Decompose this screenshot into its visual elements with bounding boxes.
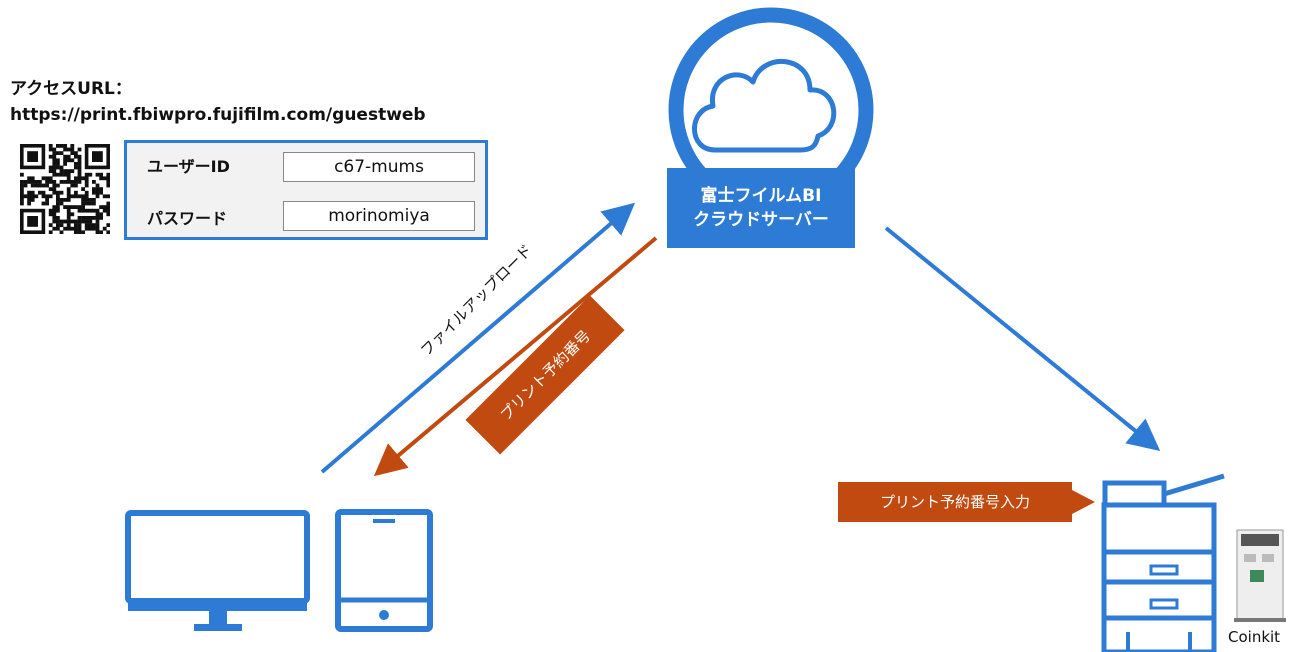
reservation-input-label: プリント予約番号入力 [879,493,1030,511]
desktop-monitor-icon [125,510,310,631]
input-callout [838,482,1095,522]
access-info: アクセスURL： https://print.fbiwpro.fujifilm.… [10,76,426,128]
access-url-label: アクセスURL： [10,79,132,99]
server-label-line1: 富士フイルムBI [700,186,822,206]
qr-code-icon[interactable] [20,144,110,234]
password-label: パスワード [147,209,228,228]
password-value: morinomiya [283,201,475,231]
credentials-box: ユーザーID c67-mums パスワード morinomiya [124,140,488,240]
tablet-icon [335,509,433,632]
upload-arrow [320,202,636,474]
coinkit-machine-icon [1234,529,1286,622]
multifunction-printer-icon [1101,473,1225,652]
server-label-line2: クラウドサーバー [693,210,829,230]
user-id-label: ユーザーID [147,157,230,176]
server-to-printer-arrow [884,226,1161,452]
user-id-value: c67-mums [283,152,475,182]
access-url[interactable]: https://print.fbiwpro.fujifilm.com/guest… [10,105,426,125]
reservation-arrow [373,236,658,477]
cloud-icon [692,58,837,153]
coinkit-label: Coinkit [1228,628,1281,646]
server-label: 富士フイルムBI クラウドサーバー [667,168,855,248]
